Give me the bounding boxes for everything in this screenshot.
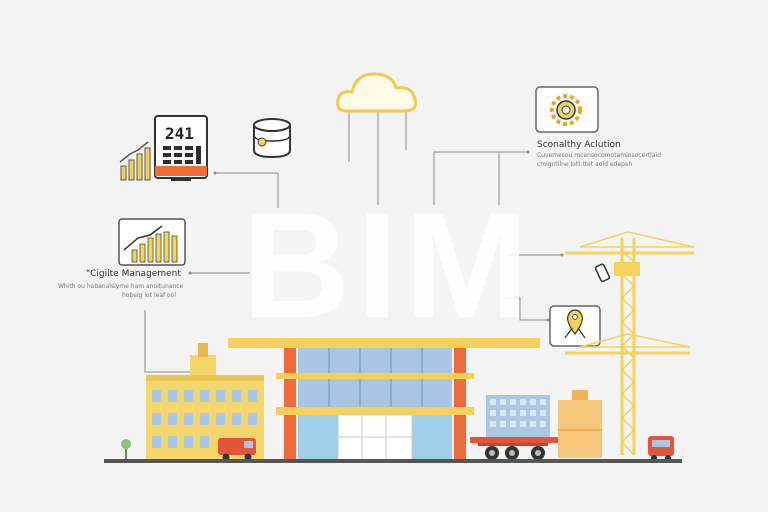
calculator-display: 241 [165,124,194,143]
connector-lines [144,112,562,373]
cargo-crates [558,390,602,458]
left-block-line-2: hobeig lot leaf ool [122,292,177,299]
database-icon [253,118,291,159]
connector-pin [505,297,548,321]
connector-solution [433,151,528,205]
right-block-line-1: Cuvemesou mcensocomotaminsocertlaid [537,152,661,159]
calculator-icon [154,115,208,181]
central-structure [228,338,540,461]
red-van [218,438,256,461]
red-van-right [648,436,674,461]
bar-chart-icon [118,218,186,266]
ground-line [104,459,682,463]
office-building [146,343,264,460]
flatbed-truck [470,437,566,460]
bim-title: BIM [242,181,535,349]
right-block-title: Sconalthy Aclution [537,140,621,150]
cloud-icon [336,72,418,113]
left-block-line-1: Whith ou habanalsiyme ham anoitunance [58,283,184,290]
tree-icon [121,439,131,460]
crane [565,231,695,456]
connector-calculator [215,172,279,208]
location-pin-icon [549,305,601,347]
left-block-title: "Cigilte Management [86,269,181,279]
connector-management-down [144,310,190,373]
chart-icon [119,141,151,181]
gear-icon [535,86,599,133]
phone-icon [594,263,611,283]
glass-building [486,395,550,443]
right-block-line-2: cmigntilne lott ttet aoid edepeh [537,161,633,168]
